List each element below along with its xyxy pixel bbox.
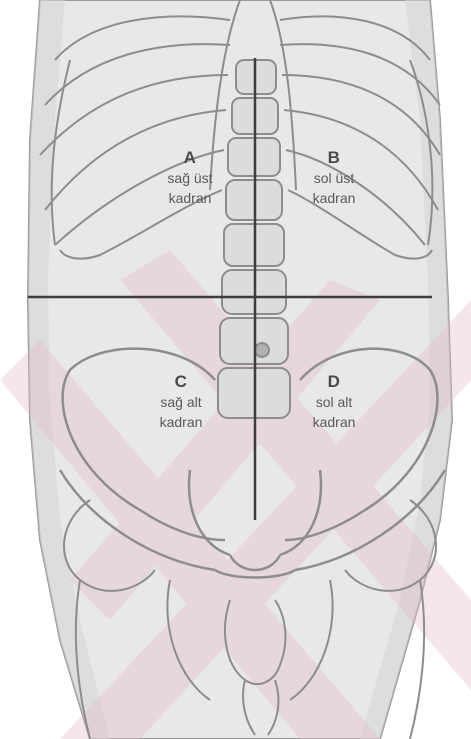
quadrant-d-letter: D <box>279 372 389 392</box>
quadrant-a-line1: sağ üst <box>135 168 245 188</box>
quadrant-c-label: C sağ alt kadran <box>126 372 236 432</box>
quadrant-b-letter: B <box>279 148 389 168</box>
quadrant-b-label: B sol üst kadran <box>279 148 389 208</box>
quadrant-d-line1: sol alt <box>279 392 389 412</box>
quadrant-b-line1: sol üst <box>279 168 389 188</box>
quadrant-c-line2: kadran <box>126 412 236 432</box>
quadrant-a-letter: A <box>135 148 245 168</box>
quadrant-a-line2: kadran <box>135 188 245 208</box>
quadrant-a-label: A sağ üst kadran <box>135 148 245 208</box>
quadrant-b-line2: kadran <box>279 188 389 208</box>
quadrant-c-line1: sağ alt <box>126 392 236 412</box>
quadrant-d-line2: kadran <box>279 412 389 432</box>
quadrant-d-label: D sol alt kadran <box>279 372 389 432</box>
quadrant-c-letter: C <box>126 372 236 392</box>
